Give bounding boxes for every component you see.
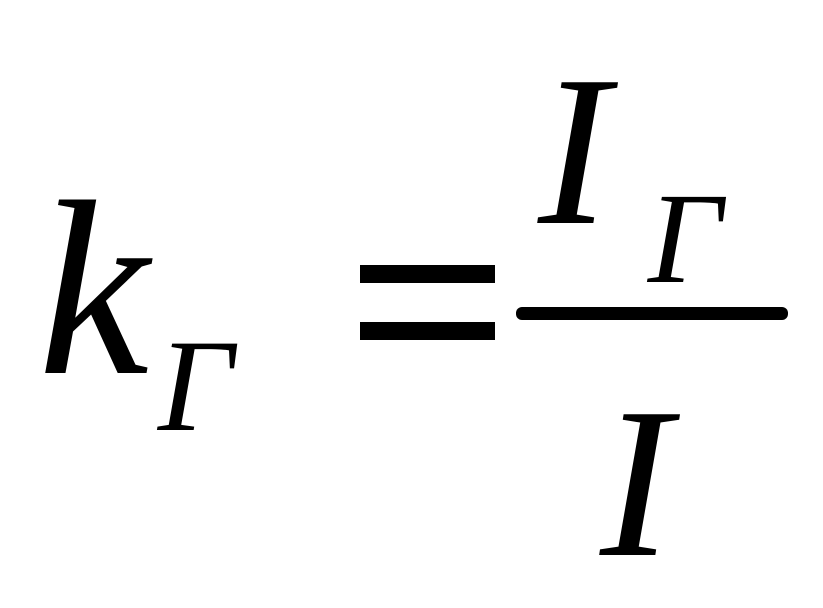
equals-sign-top-bar [360,265,495,283]
denominator-variable-i: I [599,363,680,602]
lhs-variable-k: k [38,151,153,428]
lhs-subscript-gamma: Γ [156,312,238,459]
numerator-subscript-gamma: Γ [646,167,727,311]
fraction-bar [516,307,788,320]
numerator-variable-i: I [537,31,618,270]
equals-sign-bottom-bar [360,322,495,340]
